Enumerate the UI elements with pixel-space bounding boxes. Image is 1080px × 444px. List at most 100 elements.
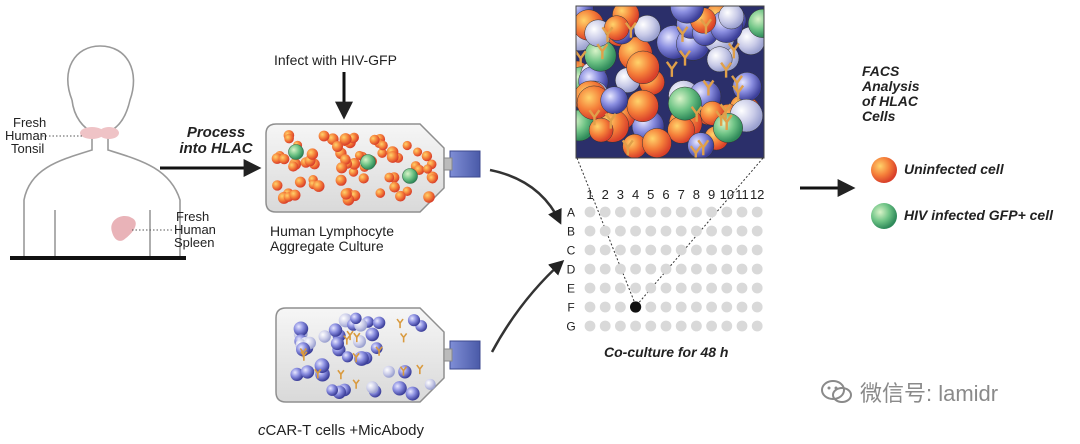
antibody-icon xyxy=(679,49,691,66)
uninfected-cell xyxy=(384,172,395,183)
plate-well xyxy=(751,244,763,256)
plate-column-label: 2 xyxy=(602,187,609,202)
process-label-line: into HLAC xyxy=(179,140,253,157)
wechat-icon xyxy=(820,378,854,406)
plate-well xyxy=(751,282,763,294)
plate-well xyxy=(751,263,763,275)
plate-well xyxy=(721,206,733,218)
plate-row-label: B xyxy=(567,225,575,239)
hlac-flask-cap xyxy=(449,150,481,178)
antibody-icon xyxy=(314,368,322,379)
tonsil-organ xyxy=(99,127,119,139)
plate-well xyxy=(675,282,687,294)
uninfected-cell xyxy=(378,140,388,151)
uninfected-cell xyxy=(284,133,294,144)
antibody-icon xyxy=(665,61,678,77)
plate-column-label: 11 xyxy=(735,187,749,202)
plate-well xyxy=(675,206,687,218)
plate-well xyxy=(645,225,657,237)
car-t-flask-cap xyxy=(449,340,481,370)
plate-column-label: 10 xyxy=(720,187,734,202)
infect-label: Infect with HIV-GFP xyxy=(274,52,397,68)
plate-well xyxy=(721,263,733,275)
antibody-icon xyxy=(702,79,715,96)
plate-well xyxy=(660,301,672,313)
plate-column-label: 1 xyxy=(586,187,593,202)
plate-well xyxy=(721,244,733,256)
plate-well xyxy=(660,320,672,332)
antibody-icon xyxy=(732,84,745,101)
car-t-cell xyxy=(341,351,354,363)
uninfected-cell xyxy=(340,154,351,165)
plate-well xyxy=(645,320,657,332)
infected-cell xyxy=(713,112,743,143)
plate-well xyxy=(630,244,641,256)
plate-column-label: 8 xyxy=(693,187,700,202)
plate-well xyxy=(691,301,702,313)
plate-row-label: F xyxy=(567,301,574,315)
plate-row-label: C xyxy=(567,244,576,258)
zoom-line-left xyxy=(576,157,637,307)
coculture-label: Co-culture for 48 h xyxy=(604,344,729,360)
plate-well xyxy=(721,282,733,294)
spleen-label-line: Fresh xyxy=(176,209,210,224)
car-t-cell xyxy=(405,386,420,401)
plate-well xyxy=(706,206,717,218)
plate-row-label: E xyxy=(567,282,575,296)
tonsil-label: Fresh Human Tonsil xyxy=(5,116,47,155)
antibody-icon xyxy=(699,18,712,35)
plate-well xyxy=(645,263,657,275)
spleen-organ xyxy=(111,215,136,241)
watermark-text: 微信号: lamidr xyxy=(860,381,999,406)
tonsil-label-line: Fresh xyxy=(13,115,47,130)
uninfected-cell xyxy=(272,180,283,191)
antibody-icon xyxy=(399,366,408,376)
plate-well xyxy=(721,225,733,237)
uninfected-cell xyxy=(395,190,406,202)
antibody-icon xyxy=(337,369,345,380)
plate-well xyxy=(599,225,611,237)
process-label-line: Process xyxy=(186,124,246,141)
plate-column-label: 4 xyxy=(632,187,639,202)
car-t-cell xyxy=(392,381,407,396)
plate-well xyxy=(630,263,641,275)
hlac-to-plate-arrow xyxy=(489,168,562,225)
uninfected-cell xyxy=(306,148,319,160)
plate-well xyxy=(675,263,687,275)
spleen-label: Fresh Human Spleen xyxy=(170,210,216,249)
plate-well xyxy=(736,301,748,313)
tonsil-label-line: Tonsil xyxy=(11,141,45,156)
plate-column-label: 3 xyxy=(617,187,624,202)
uninfected-cell xyxy=(423,164,433,174)
uninfected-cell xyxy=(423,191,435,203)
plate-well xyxy=(706,225,717,237)
antibody-icon xyxy=(416,364,424,375)
antibody-icon xyxy=(352,379,360,389)
plate-well xyxy=(615,244,626,256)
tonsil-label-line: Human xyxy=(5,128,47,143)
uninfected-cell xyxy=(332,141,343,152)
uninfected-cell xyxy=(626,89,659,123)
car-t-cell xyxy=(350,312,362,324)
uninfected-cell xyxy=(588,117,614,143)
hlac-flask xyxy=(265,123,481,213)
plate-well xyxy=(599,206,611,218)
plate-well xyxy=(584,320,596,332)
car-t-cell xyxy=(706,46,733,73)
car-t-cell xyxy=(424,378,436,390)
facs-label-line: Analysis xyxy=(862,78,920,94)
antibody-icon xyxy=(720,61,733,78)
antibody-icon xyxy=(727,42,740,59)
car-to-plate-arrow xyxy=(490,259,565,353)
infected-cell xyxy=(668,86,702,121)
car-t-cell xyxy=(353,335,366,348)
uninfected-cell xyxy=(427,174,438,184)
plate-well xyxy=(736,206,748,218)
plate-well xyxy=(615,206,626,218)
infected-cell xyxy=(747,8,764,38)
car-t-cell xyxy=(372,316,386,329)
plate-well xyxy=(675,301,687,313)
plate-well xyxy=(751,320,763,332)
uninfected-cell xyxy=(339,133,352,146)
